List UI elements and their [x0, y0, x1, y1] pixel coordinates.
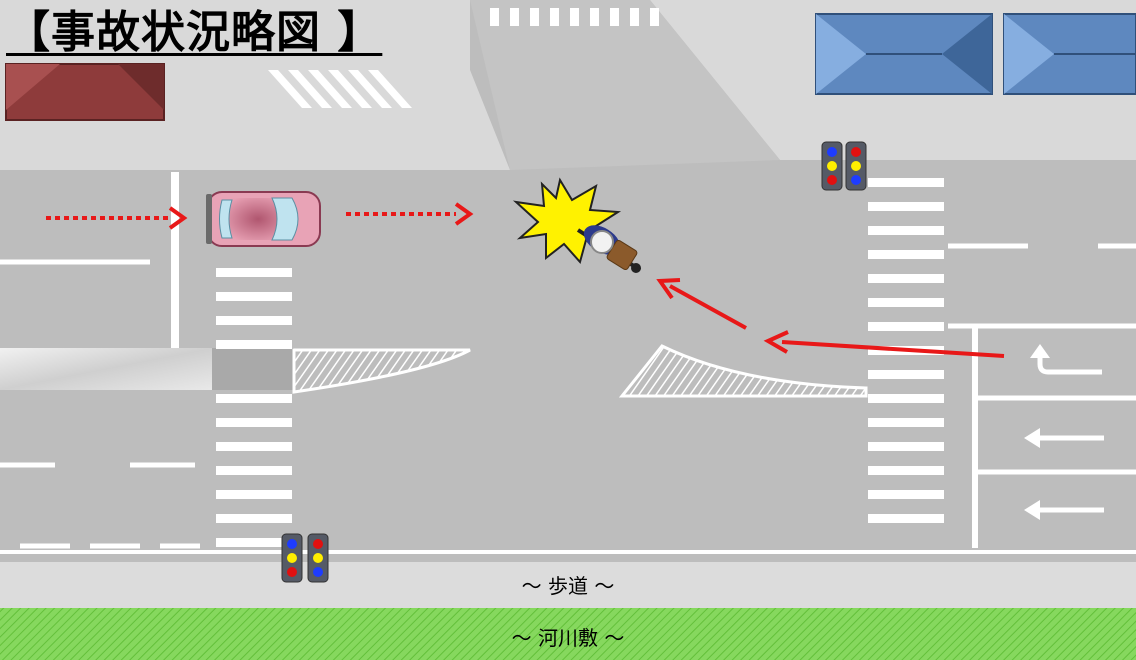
sidewalk-strip — [0, 562, 1136, 608]
sidewalk-label: ～ 歩道 ～ — [521, 574, 615, 598]
diagonal-road — [470, 0, 780, 170]
right-channel-island — [618, 344, 868, 398]
left-channel-island — [292, 348, 471, 394]
traffic-light-icon — [281, 533, 329, 583]
page-title: 【事故状況略図 】 — [6, 7, 383, 58]
car-path-arrows — [46, 202, 474, 230]
top-crosswalk — [268, 8, 659, 108]
house-roof-icon — [1003, 13, 1136, 95]
left-turn-arrow-icon — [1037, 352, 1102, 375]
upper-left-lot — [0, 0, 510, 170]
right-lane-markings — [948, 243, 1136, 475]
riverbed-grass — [0, 608, 1136, 660]
bicycle-path-arrows — [656, 278, 1005, 358]
riverbed-label: ～ 河川敷 ～ — [511, 626, 625, 650]
traffic-light-icon — [821, 141, 867, 191]
car-icon — [206, 191, 321, 247]
house-roof-icon — [5, 63, 165, 121]
house-roof-icon — [815, 13, 993, 95]
median-strip — [0, 348, 215, 390]
left-crosswalk — [216, 268, 292, 547]
bicycle-icon — [576, 225, 642, 273]
lane-arrows — [1036, 352, 1104, 513]
median-end — [212, 348, 294, 390]
left-lane-markings — [0, 259, 200, 549]
lane-arrow-heads — [1024, 344, 1050, 520]
